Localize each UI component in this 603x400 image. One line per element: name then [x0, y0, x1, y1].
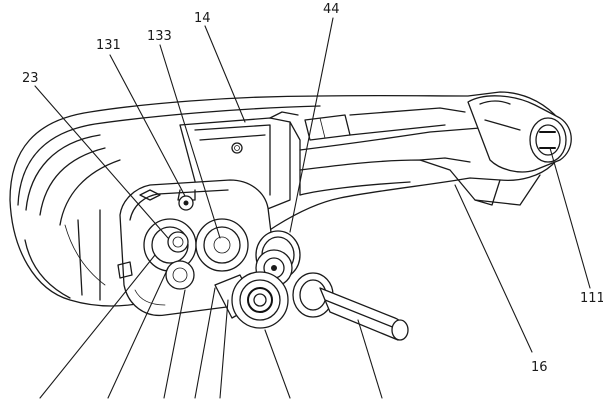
leader-44	[289, 17, 334, 233]
label-23: 23	[22, 71, 39, 86]
leader-lines	[34, 17, 591, 399]
label-131: 131	[96, 38, 121, 53]
reference-labels: 14 44 131 133 23 111 16	[22, 2, 603, 375]
end-bracket-111	[467, 95, 572, 173]
label-133: 133	[147, 29, 172, 44]
leader-bottom-4	[194, 287, 216, 399]
gear-cluster	[143, 218, 249, 290]
leader-23	[34, 85, 169, 239]
leader-14	[204, 25, 246, 123]
leader-111	[549, 147, 591, 289]
leader-bottom-7	[357, 319, 383, 399]
output-shaft	[319, 287, 409, 341]
label-111: 111	[580, 291, 603, 306]
leader-133	[159, 44, 221, 239]
leader-bottom-5	[219, 299, 229, 399]
bearing-assembly	[214, 271, 334, 329]
leader-bottom-1	[39, 254, 156, 399]
label-14: 14	[194, 11, 211, 26]
label-44: 44	[323, 2, 340, 17]
leader-bottom-2	[107, 267, 169, 399]
leader-131	[109, 54, 186, 197]
label-16: 16	[531, 360, 548, 375]
leader-bottom-3	[163, 289, 186, 399]
leader-16	[454, 184, 533, 353]
leader-bottom-6	[264, 329, 291, 399]
